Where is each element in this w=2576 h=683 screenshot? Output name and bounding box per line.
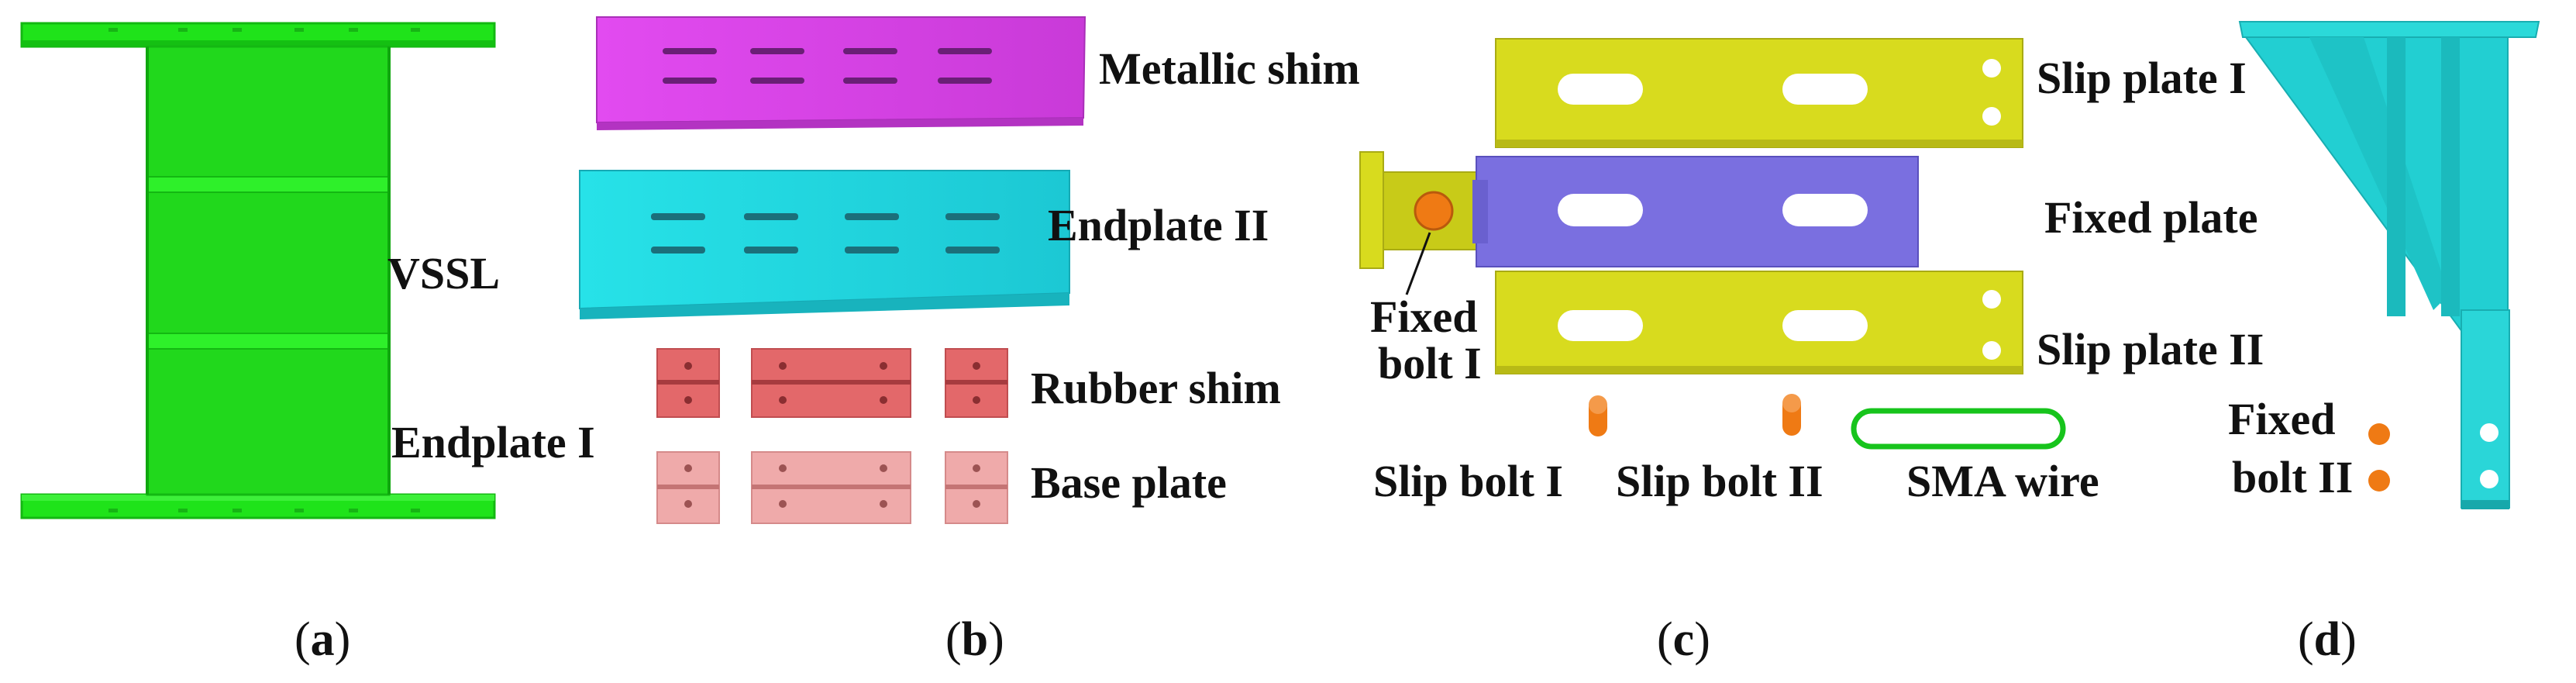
svg-text:(c): (c) bbox=[1657, 613, 1710, 666]
svg-text:(b): (b) bbox=[945, 613, 1004, 666]
slip-bolt-i bbox=[1589, 395, 1607, 436]
label-slip-plate-i: Slip plate I bbox=[2037, 53, 2247, 103]
slip-bolt-ii bbox=[1782, 394, 1801, 436]
metallic-shim bbox=[596, 16, 1087, 130]
label-base-plate: Base plate bbox=[1031, 457, 1227, 508]
label-slip-plate-ii: Slip plate II bbox=[2037, 324, 2264, 374]
vssl-stiffener bbox=[146, 176, 390, 193]
panel-b: Metallic shim Endplate II bbox=[579, 16, 1360, 524]
label-vssl: VSSL bbox=[387, 248, 500, 298]
base-plate bbox=[945, 451, 1008, 524]
caption-d: (d) bbox=[2298, 613, 2357, 666]
label-slip-bolt-i: Slip bolt I bbox=[1373, 456, 1563, 506]
endplate-ii bbox=[579, 170, 1070, 319]
fixed-bracket bbox=[2238, 21, 2540, 509]
rubber-shim bbox=[945, 348, 1008, 418]
fixed-bolt-i bbox=[1414, 191, 1454, 231]
vssl-web bbox=[146, 45, 391, 496]
label-fixed-bolt-ii-line1: Fixed bbox=[2228, 394, 2336, 444]
rubber-shim bbox=[656, 348, 720, 418]
vssl-stiffener bbox=[146, 333, 390, 350]
base-plate bbox=[656, 451, 720, 524]
panel-a: VSSL Endplate I bbox=[20, 22, 595, 519]
base-plate-group bbox=[656, 451, 1008, 524]
label-endplate-i: Endplate I bbox=[391, 417, 595, 467]
leader-line-fixed-bolt-i bbox=[1405, 232, 1431, 295]
panel-d: Fixed bolt II bbox=[2228, 21, 2540, 509]
label-fixed-plate: Fixed plate bbox=[2044, 192, 2257, 243]
caption-a: (a) bbox=[294, 613, 350, 666]
rubber-shim bbox=[751, 348, 911, 418]
svg-text:(a): (a) bbox=[294, 613, 350, 666]
fixed-bolt-ii-b bbox=[2368, 470, 2390, 492]
label-slip-bolt-ii: Slip bolt II bbox=[1616, 456, 1824, 506]
base-plate bbox=[751, 451, 911, 524]
label-endplate-ii: Endplate II bbox=[1048, 200, 1269, 250]
label-fixed-bolt-i-line2: bolt I bbox=[1378, 338, 1482, 388]
slip-plate-i bbox=[1495, 38, 2023, 148]
caption-b: (b) bbox=[945, 613, 1004, 666]
fixed-plate bbox=[1472, 156, 1919, 267]
label-sma-wire: SMA wire bbox=[1906, 456, 2099, 506]
panel-c: Slip plate I Fixed plate Fixed bolt I Sl… bbox=[1359, 38, 2264, 506]
svg-text:(d): (d) bbox=[2298, 613, 2357, 666]
label-fixed-bolt-i-line1: Fixed bbox=[1370, 291, 1478, 342]
label-fixed-bolt-ii-line2: bolt II bbox=[2232, 452, 2353, 502]
caption-c: (c) bbox=[1657, 613, 1710, 666]
slip-plate-ii bbox=[1495, 271, 2023, 374]
sma-wire bbox=[1851, 408, 2066, 450]
fixed-bolt-ii-a bbox=[2368, 423, 2390, 445]
label-rubber-shim: Rubber shim bbox=[1031, 363, 1281, 413]
vssl-part bbox=[20, 22, 496, 519]
label-metallic-shim: Metallic shim bbox=[1099, 43, 1360, 94]
rubber-shim-group bbox=[656, 348, 1008, 418]
